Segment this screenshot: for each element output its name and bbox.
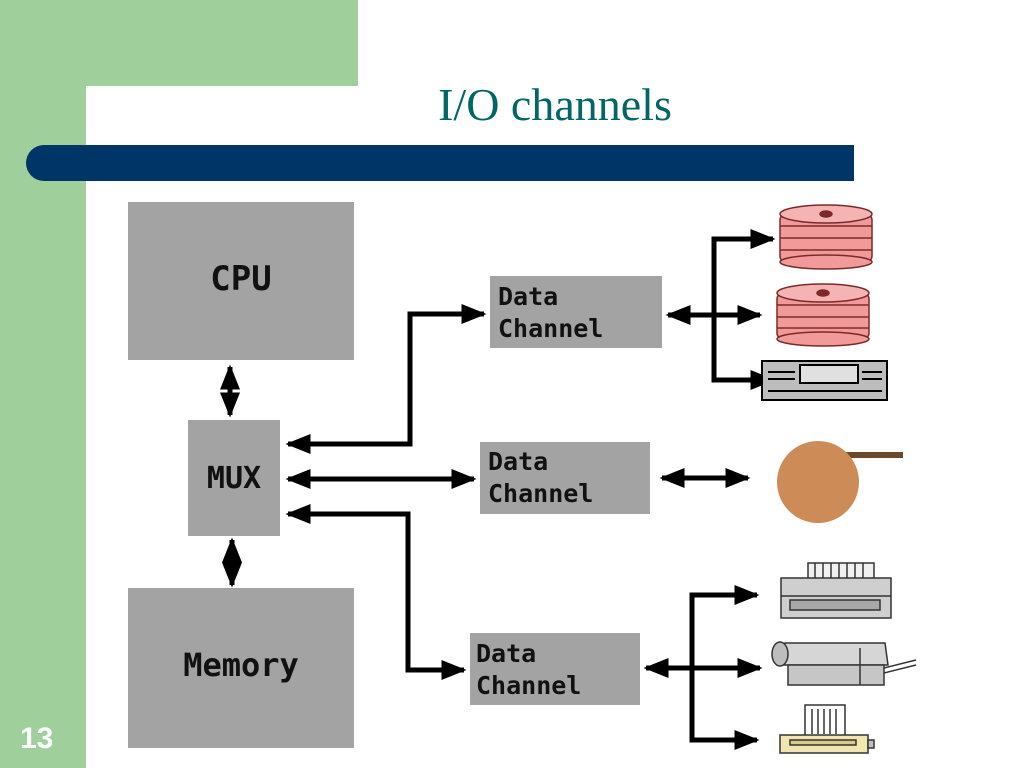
cpu-block: CPU bbox=[128, 202, 354, 360]
printer-icon bbox=[780, 562, 892, 619]
sidebar-left-band bbox=[0, 0, 86, 768]
mux-channel-1-arrow bbox=[285, 304, 487, 454]
connector-lines bbox=[220, 229, 776, 750]
dot-matrix-printer-icon bbox=[779, 704, 875, 754]
tape-reel-icon bbox=[777, 441, 903, 523]
channel-3-bus bbox=[689, 585, 760, 750]
disk-icon bbox=[776, 283, 870, 347]
disk-icon bbox=[779, 204, 873, 270]
channel-3-line2: Channel bbox=[476, 671, 581, 700]
data-channel-2: Data Channel bbox=[480, 442, 650, 514]
channel-3-line1: Data bbox=[476, 639, 536, 668]
channel-1-bus bbox=[711, 229, 776, 390]
data-channel-1: Data Channel bbox=[490, 276, 662, 348]
data-channel-3: Data Channel bbox=[470, 633, 640, 705]
mux-channel-3-arrow bbox=[285, 504, 467, 680]
channel-1-line2: Channel bbox=[498, 314, 603, 343]
cpu-label: CPU bbox=[210, 259, 271, 299]
terminal-icon bbox=[761, 360, 888, 401]
copier-icon bbox=[771, 641, 917, 686]
title-underline-bar bbox=[26, 145, 854, 181]
channel-2-line1: Data bbox=[488, 447, 548, 476]
mux-block: MUX bbox=[188, 420, 280, 536]
channel-2-line2: Channel bbox=[488, 479, 593, 508]
memory-label: Memory bbox=[183, 646, 299, 684]
slide-title: I/O channels bbox=[438, 79, 672, 130]
page-number: 13 bbox=[20, 722, 54, 755]
mux-label: MUX bbox=[207, 461, 261, 496]
channel-1-line1: Data bbox=[498, 282, 558, 311]
memory-block: Memory bbox=[128, 588, 354, 748]
